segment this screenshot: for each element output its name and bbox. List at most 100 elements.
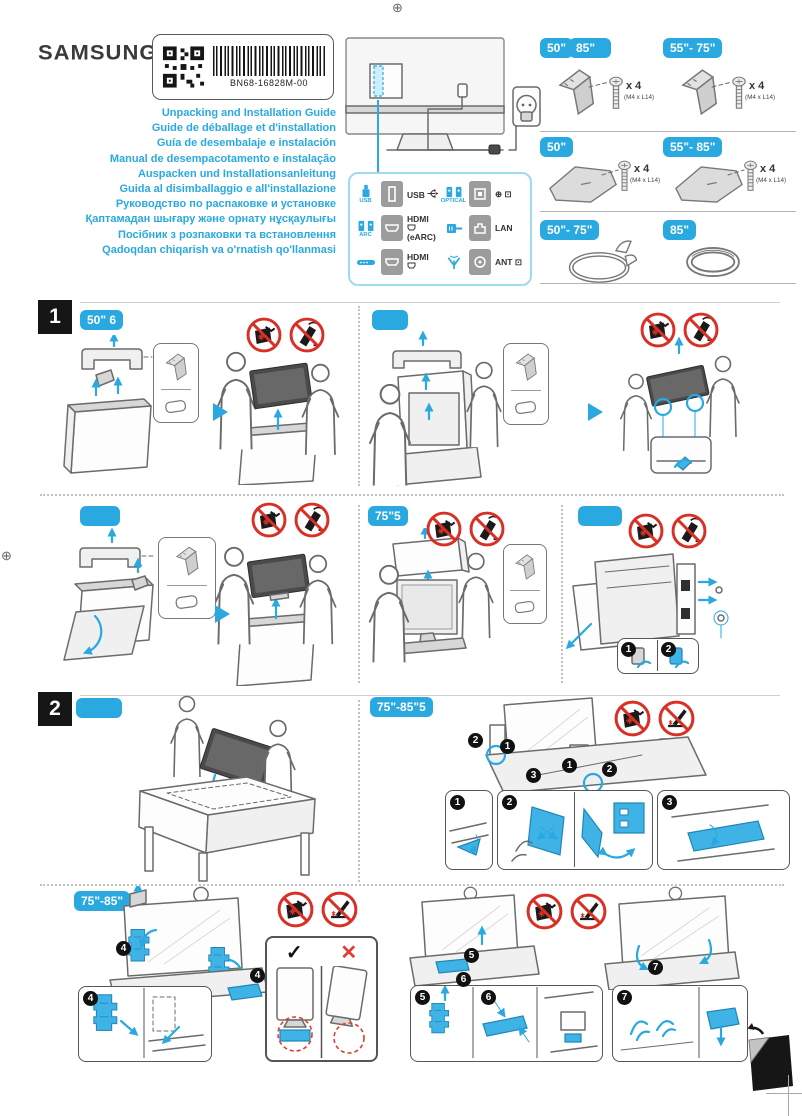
- stand-bracket-icon: [516, 353, 537, 381]
- panel-divider: [358, 306, 360, 486]
- connector-area-highlight: [373, 65, 384, 97]
- slide-arrow: [565, 622, 593, 650]
- port-sublabel: (eARC): [407, 231, 436, 242]
- page-turn-icon: [747, 1023, 793, 1091]
- bottom-tray: [409, 945, 540, 987]
- callout-badge: 3: [662, 795, 677, 810]
- no-box-cutter-icon: [526, 893, 563, 930]
- tv-stand: [396, 133, 454, 151]
- screw-qty: x 4: [626, 80, 642, 92]
- stand-cap-icon: [514, 400, 537, 415]
- speakers-icon: [446, 186, 461, 197]
- foam-lid: [392, 350, 462, 369]
- screw-qty: x 4: [760, 163, 776, 175]
- person-figure: [706, 355, 740, 438]
- lan-port-icon: [469, 215, 491, 241]
- step-marker-2: 2: [38, 692, 72, 726]
- correct-incorrect-drawing: [276, 966, 368, 1058]
- no-box-cutter-icon: [628, 513, 664, 549]
- port-source-label: ARC: [359, 231, 372, 238]
- title-line: Посібник з розпаковки та встановлення: [118, 228, 336, 241]
- stand-cap-icon: [174, 594, 199, 610]
- correct-incorrect-panel: ✓ ✕: [265, 936, 378, 1062]
- hdmi-plug-icon: [407, 262, 416, 269]
- size-pill: 75"-85": [74, 891, 131, 911]
- leader-line: [727, 169, 745, 176]
- ant-port-icon: [469, 249, 491, 275]
- callout-badge: 1: [450, 795, 465, 810]
- size-pill: 55"- 75": [663, 38, 723, 58]
- prohibition-icons: [277, 891, 358, 928]
- screw-spec: (M4 x L14): [630, 177, 661, 184]
- part-number: BN68-16828M-00: [229, 78, 309, 88]
- unbox-scene-large: [369, 330, 740, 487]
- prohibition-icons: [251, 502, 330, 538]
- usb-device-icon: [362, 184, 369, 198]
- callout-badge: 2: [602, 762, 617, 777]
- title-line: Guida al disimballaggio e all'installazi…: [119, 183, 336, 196]
- stand-cap-icon: [514, 600, 535, 614]
- no-box-cutter-icon: [246, 317, 282, 353]
- part-label-box: BN68-16828M-00: [152, 34, 334, 100]
- hdmi-plug-icon: [407, 224, 416, 230]
- row-divider: [40, 884, 784, 886]
- foam-step-inset: 5 6: [410, 984, 603, 1062]
- size-pill: 85": [663, 220, 697, 240]
- callout-badge: 6: [481, 990, 496, 1005]
- carry-tv-group: [620, 336, 740, 474]
- tv-panel: [249, 362, 313, 409]
- panel-divider: [358, 700, 360, 882]
- screw-qty: x 4: [634, 163, 650, 175]
- callout-badge: 5: [464, 948, 479, 963]
- title-line: Руководство по распаковке и установке: [115, 198, 336, 211]
- screw-icon: [609, 76, 623, 109]
- unwrap-scene: [604, 886, 740, 990]
- antenna-icon: [447, 254, 460, 269]
- crop-mark: [766, 1093, 802, 1094]
- no-blade-icon: [321, 891, 358, 928]
- multilingual-titles: Unpacking and Installation Guide Guide d…: [58, 106, 336, 258]
- carton-box: [236, 620, 316, 686]
- stand-cap-icon: [164, 399, 187, 414]
- cable-tie-icon: [558, 232, 646, 288]
- tv-panel: [646, 364, 710, 407]
- prohibition-icons: [426, 511, 505, 547]
- optical-port-icon: [469, 181, 491, 207]
- title-line: Қаптамадан шығару және орнату нұсқаулығы: [85, 213, 336, 226]
- foam-step-inset: 2: [497, 790, 653, 870]
- callout-badge: 2: [661, 642, 676, 657]
- size-pill: [578, 506, 622, 526]
- usb-trident-icon: [427, 188, 439, 198]
- size-pill: [76, 698, 122, 718]
- unbox-scene-flap: [63, 528, 337, 686]
- title-line: Auspacken und Installationsanleitung: [137, 167, 336, 180]
- prohibition-icons: [640, 312, 719, 348]
- foam-step-drawing: [93, 988, 206, 1058]
- callout-badge: 5: [415, 990, 430, 1005]
- speakers-icon: [358, 220, 373, 231]
- unwrap-step-drawing: [620, 987, 740, 1058]
- callout-badge: 1: [621, 642, 636, 657]
- title-line: Qadoqdan chiqarish va o'rnatish qo'llanm…: [102, 243, 336, 256]
- registration-mark-left: ⊕: [1, 548, 12, 563]
- person-figure: [215, 351, 257, 451]
- no-box-cutter-icon: [277, 891, 314, 928]
- panel-divider: [358, 505, 360, 683]
- stand-bracket-icon: [682, 69, 717, 115]
- no-box-cutter-icon: [426, 511, 462, 547]
- port-label: HDMI: [407, 252, 429, 262]
- usb-port-icon: [381, 181, 403, 207]
- no-box-cutter-icon: [251, 502, 287, 538]
- foam-step-drawing: [671, 804, 775, 862]
- callout-badge: 2: [502, 795, 517, 810]
- section-rule: [80, 302, 780, 303]
- panel-divider: [561, 505, 563, 683]
- callout-badge: 4: [116, 941, 131, 956]
- leader-line: [601, 169, 619, 176]
- carton-box: [70, 405, 152, 474]
- stand-parts-inset: [153, 343, 199, 423]
- port-row-ant: ANT ⊡: [440, 245, 528, 279]
- hdmi-port-icon: [381, 215, 403, 241]
- leader-line: [588, 81, 610, 88]
